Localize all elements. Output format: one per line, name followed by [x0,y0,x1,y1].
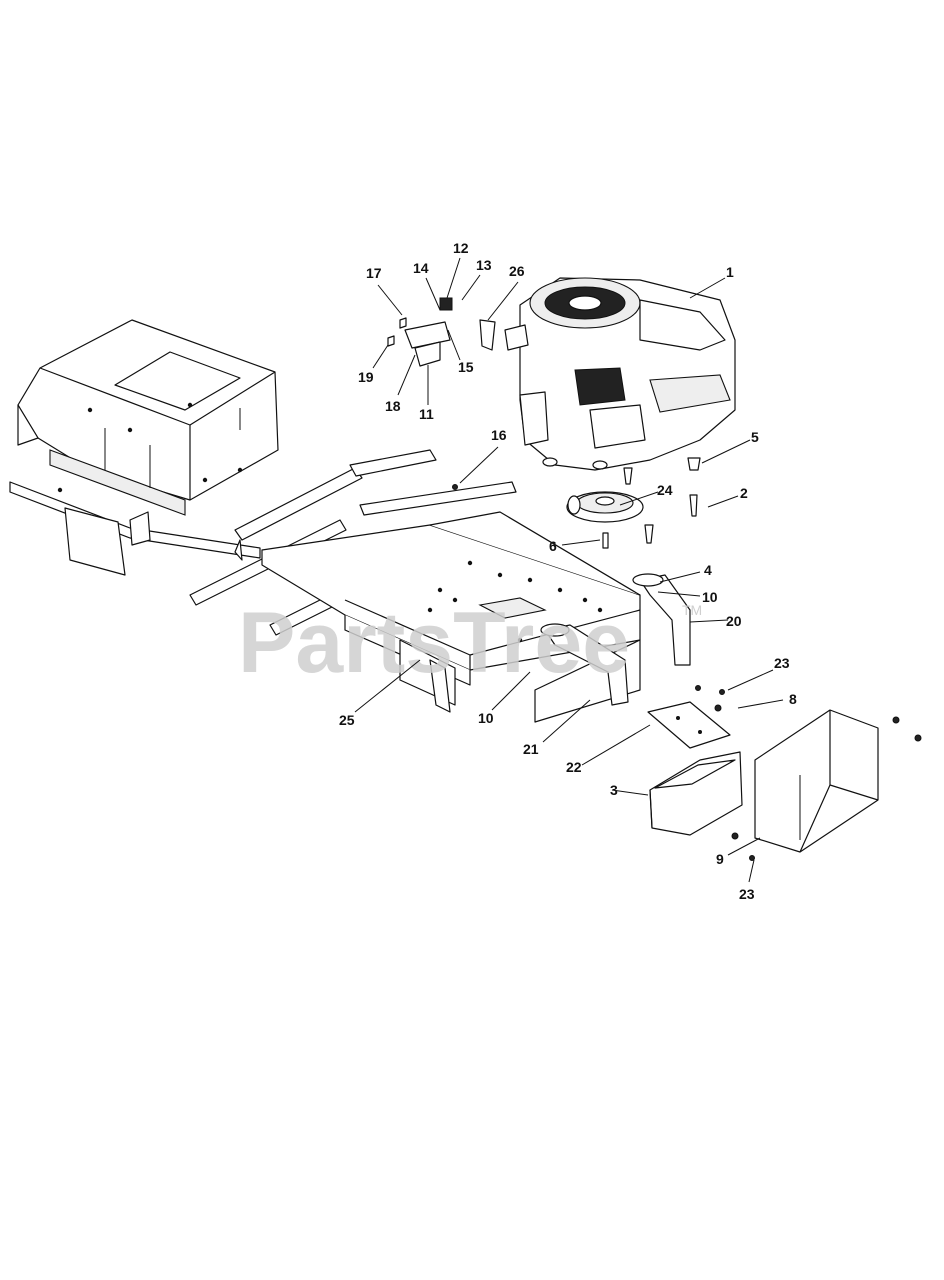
watermark-trademark: TM [682,602,702,618]
watermark-brand: PartsTree [238,595,630,691]
callout-25: 25 [339,712,355,728]
callout-6: 6 [549,538,557,554]
callout-23b: 23 [739,886,755,902]
callout-24: 24 [657,482,673,498]
leader-lines [354,257,784,883]
callout-12: 12 [453,240,469,256]
callout-22: 22 [566,759,582,775]
callout-1: 1 [726,264,734,280]
exhaust-assembly [540,573,922,861]
frame-assembly [9,319,641,723]
callout-16: 16 [491,427,507,443]
engine-assembly [504,277,736,485]
callout-3: 3 [610,782,618,798]
throttle-bracket [387,297,496,367]
callout-26: 26 [509,263,525,279]
callout-2: 2 [740,485,748,501]
callout-11: 11 [419,406,434,422]
callout-10b: 10 [478,710,494,726]
callout-23a: 23 [774,655,790,671]
pulley [566,491,654,544]
pulley-key [602,532,609,549]
callout-19: 19 [358,369,374,385]
callout-13: 13 [476,257,492,273]
callout-4: 4 [704,562,712,578]
engine-bolt [689,494,698,517]
callout-8: 8 [789,691,797,707]
callout-10a: 10 [702,589,718,605]
callout-17: 17 [366,265,382,281]
callout-14: 14 [413,260,429,276]
callout-9: 9 [716,851,724,867]
callout-20: 20 [726,613,742,629]
callout-labels: 1 2 3 4 5 6 8 9 10 10 11 12 13 14 15 16 … [339,240,797,902]
callout-15: 15 [458,359,474,375]
callout-5: 5 [751,429,759,445]
callout-18: 18 [385,398,401,414]
callout-21: 21 [523,741,539,757]
nut [452,484,458,490]
